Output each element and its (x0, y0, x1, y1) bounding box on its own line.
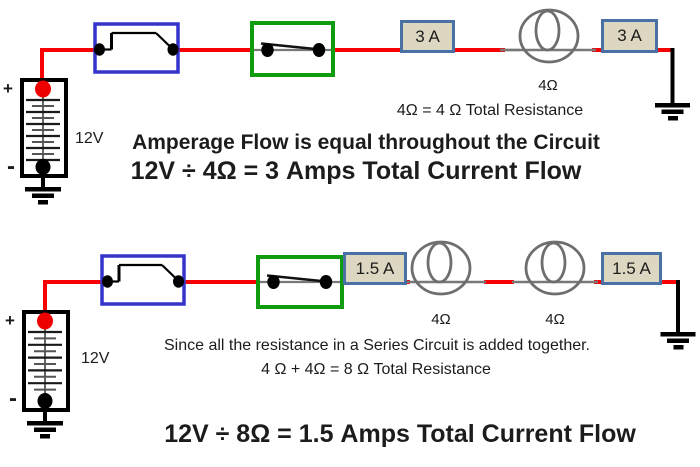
ohms-law-equation: 12V ÷ 4Ω = 3 Amps Total Current Flow (130, 157, 582, 185)
battery-cells-icon (22, 310, 70, 412)
earth-ground-icon (660, 280, 696, 350)
battery-minus-sign: - (9, 385, 17, 412)
relay-contact-icon (100, 254, 186, 306)
closed-switch-icon (250, 21, 335, 77)
amperage-caption: Amperage Flow is equal throughout the Ci… (132, 131, 600, 154)
coil-resistor-icon (518, 8, 580, 64)
battery-voltage-label: 12V (75, 130, 104, 147)
wire-battery-to-relay (43, 280, 102, 322)
negative-terminal-dot (35, 159, 51, 175)
ammeter-reading-box: 3 A (601, 19, 658, 53)
battery-voltage-label: 12V (81, 350, 110, 367)
battery-minus-sign: - (7, 153, 15, 180)
series-resistance-note-line2: 4 Ω + 4Ω = 8 Ω Total Resistance (261, 361, 491, 378)
bottom-circuit (22, 240, 696, 439)
positive-terminal-dot (37, 312, 53, 330)
negative-terminal-dot (37, 393, 53, 409)
ammeter-reading-box: 1.5 A (343, 252, 407, 285)
battery-plus-sign: + (5, 311, 15, 330)
ammeter-reading-box: 3 A (400, 20, 455, 53)
coil-resistor-icon (524, 240, 586, 296)
earth-ground-icon (27, 405, 63, 439)
coil2-resistance-label: 4Ω (545, 311, 565, 328)
relay-contact-icon (93, 22, 180, 74)
total-resistance-note: 4Ω = 4 Ω Total Resistance (396, 102, 584, 119)
top-circuit (20, 8, 690, 205)
coil-resistance-label: 4Ω (538, 77, 558, 94)
earth-ground-icon (25, 170, 61, 205)
earth-ground-icon (655, 48, 690, 121)
coil1-resistance-label: 4Ω (431, 311, 451, 328)
closed-switch-icon (256, 255, 344, 309)
series-resistance-note-line1: Since all the resistance in a Series Cir… (163, 337, 591, 354)
battery-plus-sign: + (3, 79, 13, 98)
battery-cells-icon (20, 78, 68, 178)
coil-resistor-icon (410, 240, 472, 296)
wire-battery-to-relay (40, 48, 95, 90)
ohms-law-equation: 12V ÷ 8Ω = 1.5 Amps Total Current Flow (164, 420, 636, 448)
positive-terminal-dot (35, 80, 51, 98)
ammeter-reading-box: 1.5 A (601, 252, 662, 285)
